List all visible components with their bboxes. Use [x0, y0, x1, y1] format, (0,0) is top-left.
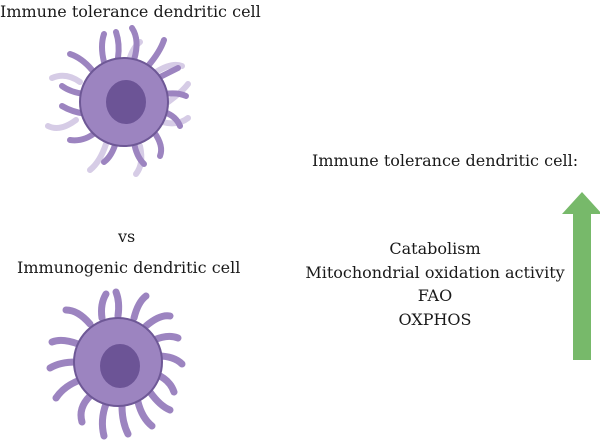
metabolic-features-list: Catabolism Mitochondrial oxidation activ…: [290, 237, 580, 331]
nucleus: [100, 344, 140, 388]
vs-label: vs: [118, 227, 136, 246]
tolerance-dendritic-cell-icon: [45, 25, 191, 177]
tolerance-cell-title: Immune tolerance dendritic cell: [0, 2, 261, 21]
metabolic-feature: Mitochondrial oxidation activity: [305, 262, 565, 282]
nucleus: [106, 80, 146, 124]
metabolic-feature: Catabolism: [389, 239, 481, 258]
tolerance-metabolism-heading: Immune tolerance dendritic cell:: [312, 151, 579, 170]
immunogenic-dendritic-cell-icon: [46, 288, 186, 440]
metabolic-feature: OXPHOS: [398, 309, 472, 329]
metabolic-feature: FAO: [417, 286, 453, 305]
up-arrow-icon: [562, 192, 600, 360]
main-dendrites: [59, 25, 189, 167]
immunogenic-cell-title: Immunogenic dendritic cell: [17, 258, 241, 277]
